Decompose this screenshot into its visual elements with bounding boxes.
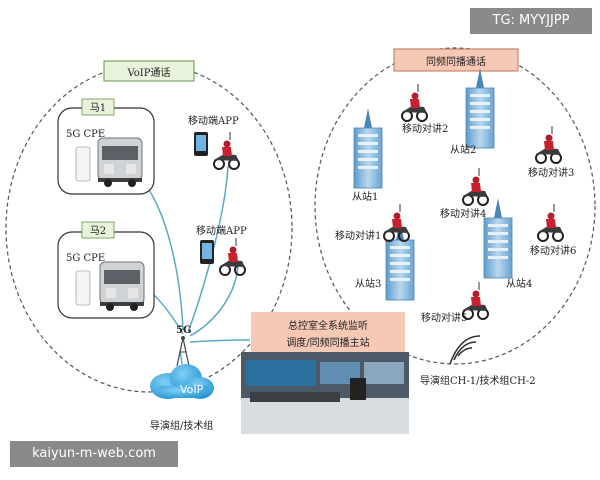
channel-label: 导演组CH-1/技术组CH-2 bbox=[420, 374, 536, 387]
walkie3-icon bbox=[535, 125, 562, 164]
phone2-screen bbox=[202, 243, 212, 259]
voip-cloud-label: VoIP bbox=[180, 383, 204, 396]
cpe2-label: 5G CPE bbox=[66, 253, 105, 264]
phone1-screen bbox=[196, 135, 206, 151]
walkie2-label: 移动对讲2 bbox=[402, 122, 448, 135]
walkie2-icon bbox=[401, 83, 428, 122]
radio-wave-icon bbox=[449, 335, 481, 365]
station2-icon bbox=[465, 67, 495, 149]
tower-icon bbox=[176, 336, 190, 367]
link-app2 bbox=[189, 265, 239, 337]
app2-rider-icon bbox=[219, 237, 246, 276]
walkie6-icon bbox=[537, 203, 564, 242]
app2-label: 移动端APP bbox=[196, 224, 247, 237]
station4-icon bbox=[483, 197, 513, 279]
app1-label: 移动端APP bbox=[188, 114, 239, 127]
control-room-photo bbox=[241, 352, 409, 434]
cpe2-device bbox=[75, 270, 91, 306]
voip-title: VoIP通话 bbox=[126, 67, 170, 79]
station4-label: 从站4 bbox=[506, 277, 532, 290]
simulcast-badge bbox=[393, 48, 519, 72]
walkie3-label: 移动对讲3 bbox=[528, 166, 574, 179]
station3-label: 从站3 bbox=[355, 277, 381, 290]
cpe1-label: 5G CPE bbox=[66, 129, 105, 140]
van2-icon bbox=[99, 261, 145, 312]
watermark-top: TG: MYYJJPP bbox=[470, 8, 592, 34]
control-room-line2: 调度/同频同播主站 bbox=[286, 336, 369, 349]
walkie4-label: 移动对讲4 bbox=[440, 207, 486, 220]
station2-label: 从站2 bbox=[450, 143, 476, 156]
horse2-label: 马2 bbox=[90, 225, 106, 237]
control-room-caption-box bbox=[251, 312, 405, 352]
director-group-label: 导演组/技术组 bbox=[150, 419, 213, 432]
walkie4-icon bbox=[462, 167, 489, 206]
station1-icon bbox=[353, 107, 383, 189]
horse1-badge bbox=[81, 98, 115, 116]
control-room-line1: 总控室全系统监听 bbox=[288, 319, 368, 332]
cpe1-device bbox=[75, 146, 91, 182]
walkie5-label: 移动对讲5 bbox=[421, 311, 467, 324]
walkie6-label: 移动对讲6 bbox=[530, 244, 576, 257]
walkie1-label: 移动对讲1 bbox=[335, 229, 381, 242]
link-van1 bbox=[148, 189, 184, 331]
voip-cloud-icon bbox=[150, 364, 214, 399]
voip-badge bbox=[103, 60, 195, 82]
network-label: 5G bbox=[176, 325, 192, 336]
horse1-label: 马1 bbox=[90, 102, 106, 114]
van1-icon bbox=[97, 137, 143, 188]
watermark-bottom: kaiyun-m-web.com bbox=[10, 441, 178, 467]
station1-label: 从站1 bbox=[352, 190, 378, 203]
link-control-room bbox=[189, 339, 251, 343]
app1-rider-icon bbox=[213, 131, 240, 170]
simulcast-title: 同频同播通话 bbox=[426, 55, 486, 68]
simulcast-group-boundary bbox=[314, 47, 596, 365]
horse2-badge bbox=[81, 221, 115, 239]
walkie1-icon bbox=[383, 203, 410, 242]
